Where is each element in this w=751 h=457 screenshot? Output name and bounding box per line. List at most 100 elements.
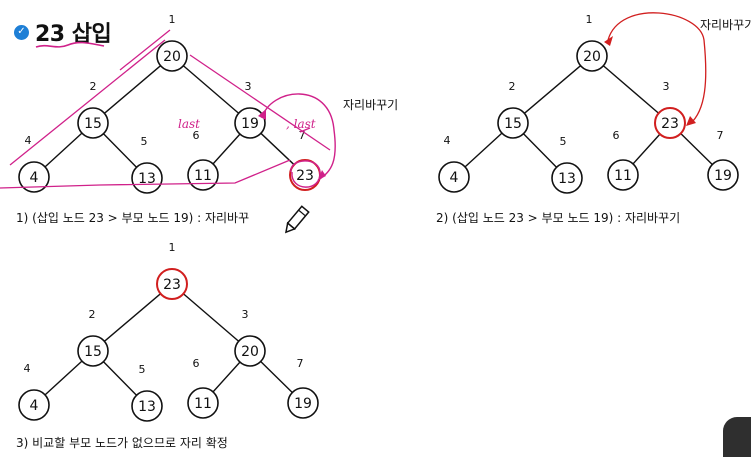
step2-swap-arrow bbox=[607, 12, 707, 125]
tree3-edge-2-4 bbox=[44, 360, 83, 396]
tree2-node-3-index: 3 bbox=[663, 80, 670, 93]
tree1-node-6 bbox=[187, 159, 219, 191]
tree1-node-1-value: 20 bbox=[163, 49, 181, 65]
tree1-node-3-index: 3 bbox=[245, 80, 252, 93]
tree3-node-3-index: 3 bbox=[242, 308, 249, 321]
tree2-node-7-value: 19 bbox=[714, 168, 732, 184]
tree2-edge-2-5 bbox=[523, 133, 557, 168]
tree3-node-1 bbox=[156, 268, 188, 300]
tree1-node-6-value: 11 bbox=[194, 168, 212, 184]
tree1-edge-2-5 bbox=[103, 133, 137, 168]
tree1-node-3-value: 19 bbox=[241, 116, 259, 132]
tree2-node-2-value: 15 bbox=[504, 116, 522, 132]
tree2-edge-3-7 bbox=[680, 133, 713, 165]
tree1-node-2 bbox=[77, 107, 109, 139]
step1-scribbles bbox=[0, 29, 331, 189]
tree3-node-5-value: 13 bbox=[138, 399, 156, 415]
step1-swap-arrow bbox=[261, 93, 336, 181]
tree3-node-5 bbox=[131, 390, 163, 422]
step1-inserted-node-scribble bbox=[290, 160, 321, 188]
tree2-node-5-index: 5 bbox=[560, 135, 567, 148]
check-circle-icon: ✓ bbox=[14, 24, 29, 40]
tree1-node-4-index: 4 bbox=[25, 134, 32, 147]
swap-label-step1: 자리바꾸기 bbox=[343, 98, 399, 112]
tree2-edge-1-3 bbox=[602, 65, 660, 114]
caption-step3: 3) 비교할 부모 노드가 없으므로 자리 확정 bbox=[16, 436, 228, 450]
annotation-last: , last bbox=[286, 117, 316, 131]
tree1-node-7-index: 7 bbox=[299, 129, 306, 142]
tree1-edge-1-2 bbox=[103, 65, 162, 114]
tree3-node-2-value: 15 bbox=[84, 344, 102, 360]
tree2-node-2 bbox=[497, 107, 529, 139]
tree1-node-2-index: 2 bbox=[90, 80, 97, 93]
tree3-node-7 bbox=[287, 387, 319, 419]
tree2-node-4-index: 4 bbox=[444, 134, 451, 147]
tree2-edge-1-2 bbox=[523, 65, 582, 114]
tree1-node-1 bbox=[156, 40, 188, 72]
tree1-node-5-value: 13 bbox=[138, 171, 156, 187]
tree3-node-1-value: 23 bbox=[163, 277, 181, 293]
tree1-edge-1-3 bbox=[182, 65, 240, 114]
step2-swap-arrowhead-bottom bbox=[686, 116, 696, 126]
tree2-node-1 bbox=[576, 40, 608, 72]
tree1-node-6-index: 6 bbox=[193, 129, 200, 142]
tree1-node-4-value: 4 bbox=[30, 170, 39, 186]
tree3-edge-1-2 bbox=[103, 293, 162, 342]
tree3-node-4-value: 4 bbox=[30, 398, 39, 414]
tree-step-2: 20 1 15 2 23 3 4 4 13 5 11 6 19 7 bbox=[438, 13, 739, 194]
tree3-node-6 bbox=[187, 387, 219, 419]
step1-swap-arrowhead bbox=[318, 170, 326, 180]
tree3-edge-3-6 bbox=[212, 361, 241, 393]
tree3-node-1-index: 1 bbox=[169, 241, 176, 254]
tree1-node-5-index: 5 bbox=[141, 135, 148, 148]
annotation-last-crossed: last bbox=[178, 117, 200, 131]
tree2-node-5 bbox=[551, 162, 583, 194]
tree2-node-3 bbox=[654, 107, 686, 139]
tree2-edge-3-6 bbox=[632, 133, 661, 165]
tree2-node-7-index: 7 bbox=[717, 129, 724, 142]
tree2-edge-2-4 bbox=[464, 132, 503, 168]
tree1-edge-2-4 bbox=[44, 132, 83, 168]
tree2-node-6-index: 6 bbox=[613, 129, 620, 142]
tree3-node-7-index: 7 bbox=[297, 357, 304, 370]
tree2-node-7 bbox=[707, 159, 739, 191]
tree2-node-6 bbox=[607, 159, 639, 191]
tree3-node-2-index: 2 bbox=[89, 308, 96, 321]
tree3-node-5-index: 5 bbox=[139, 363, 146, 376]
tree1-node-1-index: 1 bbox=[169, 13, 176, 26]
tree2-node-3-value: 23 bbox=[661, 116, 679, 132]
pencil-cursor-icon bbox=[284, 205, 310, 234]
tree3-node-3-value: 20 bbox=[241, 344, 259, 360]
tree2-node-6-value: 11 bbox=[614, 168, 632, 184]
tree3-node-4 bbox=[18, 389, 50, 421]
tree1-edge-3-6 bbox=[212, 133, 241, 165]
tree2-node-5-value: 13 bbox=[558, 171, 576, 187]
tree3-node-6-value: 11 bbox=[194, 396, 212, 412]
tree1-node-3 bbox=[234, 107, 266, 139]
tree3-node-4-index: 4 bbox=[24, 362, 31, 375]
caption-step1: 1) (삽입 노드 23 > 부모 노드 19) : 자리바꾸 bbox=[16, 211, 250, 225]
tree3-node-2 bbox=[77, 335, 109, 367]
step1-up-arrowhead bbox=[258, 109, 266, 120]
tree3-edge-1-3 bbox=[182, 293, 240, 342]
tree2-node-4-value: 4 bbox=[450, 170, 459, 186]
tree3-node-7-value: 19 bbox=[294, 396, 312, 412]
tree3-edge-3-7 bbox=[260, 361, 293, 393]
tree3-node-6-index: 6 bbox=[193, 357, 200, 370]
tree-step-1: 20 1 15 2 19 3 4 4 13 5 11 6 23 7 bbox=[18, 13, 321, 194]
swap-label-step2: 자리바꾸기 bbox=[700, 18, 751, 32]
tree2-node-1-value: 20 bbox=[583, 49, 601, 65]
tree3-node-3 bbox=[234, 335, 266, 367]
tree2-node-2-index: 2 bbox=[509, 80, 516, 93]
presenter-thumbnail bbox=[723, 417, 751, 457]
tree2-node-1-index: 1 bbox=[586, 13, 593, 26]
tree1-node-4 bbox=[18, 161, 50, 193]
step2-swap-arrowhead-top bbox=[604, 36, 613, 46]
tree-step-3: 23 1 15 2 20 3 4 4 13 5 11 6 19 7 bbox=[18, 241, 319, 422]
tree1-edge-3-7 bbox=[260, 132, 295, 166]
tree1-node-5 bbox=[131, 162, 163, 194]
tree1-node-7-value: 23 bbox=[296, 168, 314, 184]
title-underline-scribble bbox=[35, 41, 105, 48]
tree1-node-2-value: 15 bbox=[84, 116, 102, 132]
